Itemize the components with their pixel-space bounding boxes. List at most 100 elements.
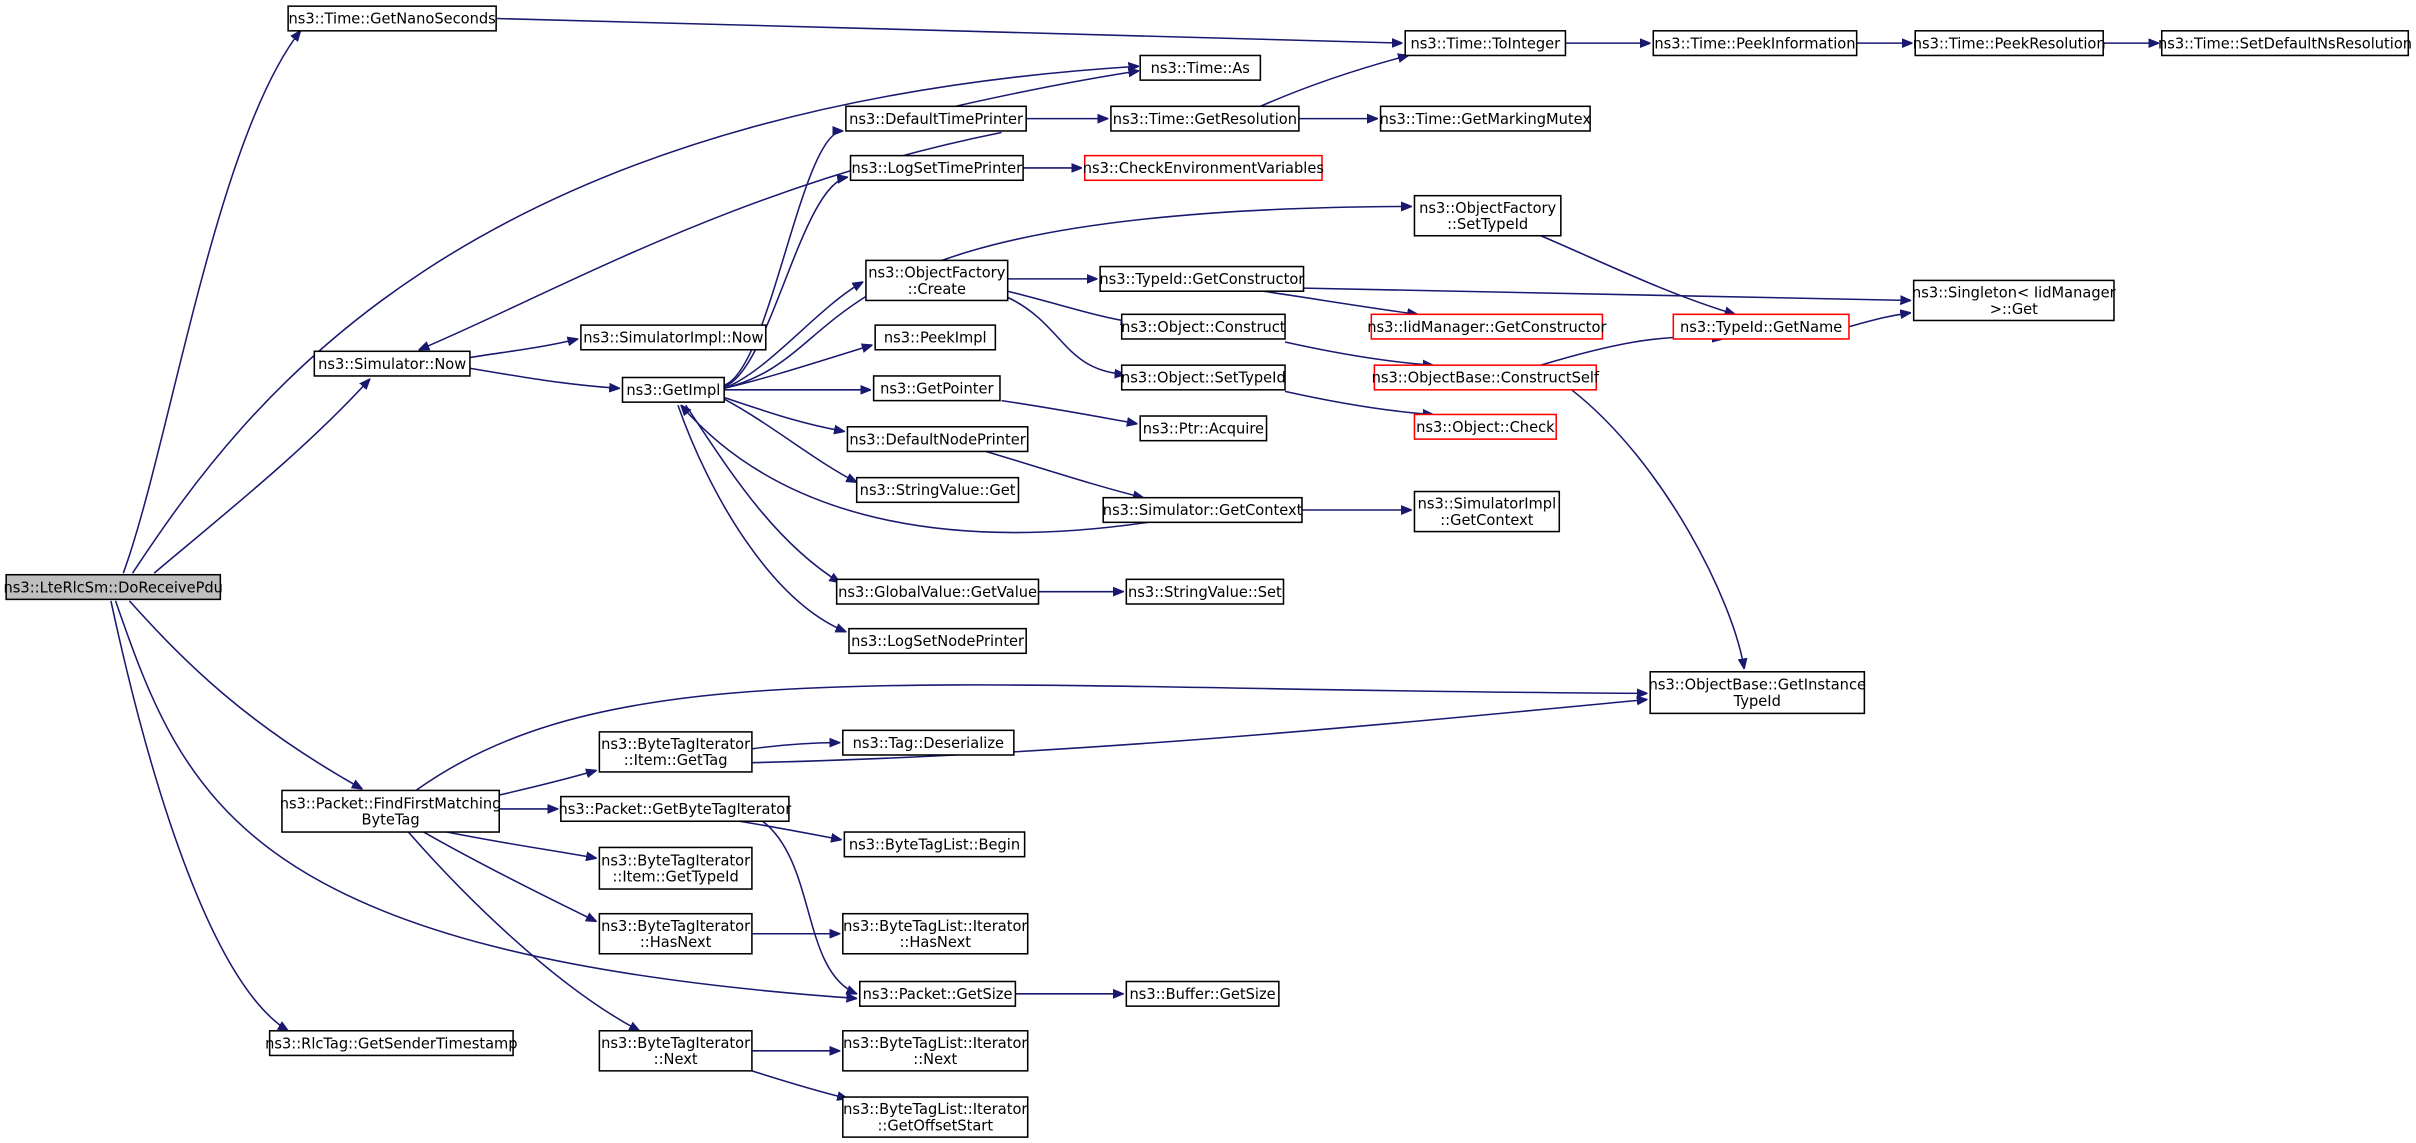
node-label: ns3::ByteTagIterator <box>601 1035 751 1052</box>
node-box <box>287 5 497 32</box>
node-box <box>1370 313 1604 340</box>
node-setDefaultNsResolution[interactable]: ns3::Time::SetDefaultNsResolution <box>2158 30 2412 57</box>
node-peekInformation[interactable]: ns3::Time::PeekInformation <box>1652 30 1858 57</box>
node-objectSetTypeId[interactable]: ns3::Object::SetTypeId <box>1120 364 1286 391</box>
edge-simulatorNow-getImpl <box>469 367 619 388</box>
edge-getImpl-globalValueGetValue <box>685 404 840 582</box>
node-label: ns3::Object::Construct <box>1121 319 1286 336</box>
node-simImplNow[interactable]: ns3::SimulatorImpl::Now <box>580 324 767 351</box>
node-rlcTagGetSenderTs[interactable]: ns3::RlcTag::GetSenderTimestamp <box>265 1030 518 1057</box>
node-btlIterHasNext[interactable]: ns3::ByteTagList::Iterator::HasNext <box>842 912 1029 955</box>
node-singletonGet[interactable]: ns3::Singleton< IidManager>::Get <box>1912 279 2117 322</box>
node-btlIterGetOffsetStart[interactable]: ns3::ByteTagList::Iterator::GetOffsetSta… <box>842 1096 1029 1138</box>
node-packetGetSize[interactable]: ns3::Packet::GetSize <box>858 980 1017 1007</box>
node-simulatorNow[interactable]: ns3::Simulator::Now <box>313 350 471 377</box>
node-getMarkingMutex[interactable]: ns3::Time::GetMarkingMutex <box>1380 105 1592 132</box>
node-label: ns3::ObjectBase::ConstructSelf <box>1372 370 1600 387</box>
node-label: ns3::DefaultNodePrinter <box>849 431 1026 448</box>
node-typeIdGetName[interactable]: ns3::TypeId::GetName <box>1672 313 1850 340</box>
node-byteTagListBegin[interactable]: ns3::ByteTagList::Begin <box>843 831 1026 858</box>
node-label: ns3::Packet::GetSize <box>863 986 1013 1003</box>
node-label: ns3::Object::Check <box>1416 419 1555 436</box>
edge-getImpl-peekImpl <box>724 345 872 390</box>
edge-btiItemGetTag-objBaseGetInstanceTypeId <box>751 700 1647 764</box>
node-label: ::Next <box>913 1051 957 1068</box>
node-peekResolution[interactable]: ns3::Time::PeekResolution <box>1913 30 2106 57</box>
call-nodes: ns3::LteRlcSm::DoReceivePdu ns3::Time::Ge… <box>4 5 2412 1138</box>
node-getImpl[interactable]: ns3::GetImpl <box>621 376 725 403</box>
node-btlIterNext[interactable]: ns3::ByteTagList::Iterator::Next <box>842 1030 1029 1072</box>
node-box <box>1083 154 1323 182</box>
node-ptrAcquire[interactable]: ns3::Ptr::Acquire <box>1139 415 1268 442</box>
node-peekImpl[interactable]: ns3::PeekImpl <box>874 324 997 351</box>
node-getResolution[interactable]: ns3::Time::GetResolution <box>1110 105 1300 132</box>
node-defaultTimePrinter[interactable]: ns3::DefaultTimePrinter <box>845 105 1027 132</box>
node-simImplGetContext[interactable]: ns3::SimulatorImpl::GetContext <box>1413 490 1561 533</box>
node-tagDeserialize[interactable]: ns3::Tag::Deserialize <box>842 729 1015 756</box>
node-bufferGetSize[interactable]: ns3::Buffer::GetSize <box>1125 980 1280 1007</box>
node-box <box>842 1096 1029 1138</box>
node-objectConstruct[interactable]: ns3::Object::Construct <box>1120 313 1286 340</box>
node-btiHasNext[interactable]: ns3::ByteTagIterator::HasNext <box>598 912 753 955</box>
call-edges <box>110 17 2159 1099</box>
node-box <box>872 375 1001 402</box>
node-box <box>858 980 1017 1007</box>
edge-root-getNanoSeconds <box>122 31 300 574</box>
node-getPointer[interactable]: ns3::GetPointer <box>872 375 1001 402</box>
edge-packetFindFirst-btiItemGetTypeId <box>446 831 596 858</box>
node-logSetNodePrinter[interactable]: ns3::LogSetNodePrinter <box>848 627 1027 655</box>
node-objFactoryCreate[interactable]: ns3::ObjectFactory::Create <box>865 259 1009 302</box>
edge-btiNext-btlIterGetOffsetStart <box>751 1070 848 1099</box>
node-box <box>1139 54 1262 81</box>
node-box <box>598 1030 753 1072</box>
node-box <box>313 350 471 377</box>
node-objBaseConstructSelf[interactable]: ns3::ObjectBase::ConstructSelf <box>1372 364 1600 391</box>
edge-defaultNodePrinter-simulatorGetContext <box>985 450 1143 497</box>
node-defaultNodePrinter[interactable]: ns3::DefaultNodePrinter <box>846 426 1029 453</box>
edge-objFactoryCreate-objectSetTypeId <box>1007 296 1125 374</box>
node-toInteger[interactable]: ns3::Time::ToInteger <box>1404 30 1567 57</box>
node-label: >::Get <box>1990 301 2038 318</box>
node-box <box>268 1030 514 1057</box>
node-checkEnvVars[interactable]: ns3::CheckEnvironmentVariables <box>1083 154 1324 182</box>
node-root[interactable]: ns3::LteRlcSm::DoReceivePdu <box>4 573 223 601</box>
edge-root-rlcTagGetSenderTs <box>110 600 288 1031</box>
edge-objBaseConstructSelf-objBaseGetInstanceTypeId <box>1571 389 1745 669</box>
node-box <box>1649 671 1866 715</box>
node-simulatorGetContext[interactable]: ns3::Simulator::GetContext <box>1102 496 1303 524</box>
node-label: ns3::Time::GetNanoSeconds <box>288 11 495 28</box>
node-label: ns3::TypeId::GetName <box>1680 319 1842 336</box>
node-btiNext[interactable]: ns3::ByteTagIterator::Next <box>598 1030 753 1072</box>
node-label: ns3::ByteTagList::Iterator <box>843 918 1028 935</box>
node-label: ns3::GetPointer <box>880 381 994 398</box>
node-box <box>849 154 1024 182</box>
edge-getPointer-ptrAcquire <box>1001 399 1138 424</box>
node-objFactorySetTypeId[interactable]: ns3::ObjectFactory::SetTypeId <box>1413 194 1562 237</box>
node-box <box>865 259 1009 302</box>
node-globalValueGetValue[interactable]: ns3::GlobalValue::GetValue <box>835 578 1040 605</box>
node-stringValueGet[interactable]: ns3::StringValue::Get <box>855 476 1020 504</box>
node-timeAs[interactable]: ns3::Time::As <box>1139 54 1262 81</box>
node-objectCheck[interactable]: ns3::Object::Check <box>1413 413 1557 440</box>
node-box <box>1912 279 2115 322</box>
node-typeIdGetConstructor[interactable]: ns3::TypeId::GetConstructor <box>1099 265 1305 292</box>
node-btiItemGetTag[interactable]: ns3::ByteTagIterator::Item::GetTag <box>598 731 753 773</box>
node-box <box>842 729 1015 756</box>
node-label: ns3::Simulator::GetContext <box>1103 502 1303 519</box>
edge-getImpl-logSetNodePrinter <box>677 404 846 631</box>
node-label: ::Create <box>908 281 966 298</box>
node-box <box>1404 30 1567 57</box>
node-box <box>1120 313 1286 340</box>
node-packetGetByteTagIterator[interactable]: ns3::Packet::GetByteTagIterator <box>559 795 793 823</box>
node-box <box>874 324 997 351</box>
node-btiItemGetTypeId[interactable]: ns3::ByteTagIterator::Item::GetTypeId <box>598 846 753 890</box>
node-getNanoSeconds[interactable]: ns3::Time::GetNanoSeconds <box>287 5 497 32</box>
node-logSetTimePrinter[interactable]: ns3::LogSetTimePrinter <box>849 154 1024 182</box>
node-stringValueSet[interactable]: ns3::StringValue::Set <box>1125 578 1285 605</box>
node-label: ns3::Object::SetTypeId <box>1121 370 1286 387</box>
node-box <box>1110 105 1300 132</box>
edge-packetGetByteTagIterator-packetGetSize <box>762 820 857 994</box>
node-iidGetConstructor[interactable]: ns3::IidManager::GetConstructor <box>1367 313 1607 340</box>
